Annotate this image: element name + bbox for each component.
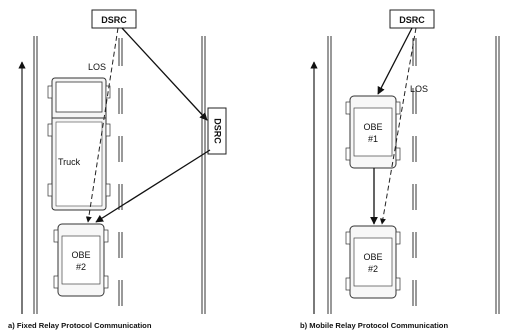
road-edge-left xyxy=(328,36,331,314)
obe2-label-line2: #2 xyxy=(368,264,378,274)
vehicle-obe-2-left: OBE #2 xyxy=(54,224,108,296)
dsrc-top-label-right: DSRC xyxy=(399,15,425,25)
dsrc-top-unit: DSRC xyxy=(390,10,434,28)
caption-left: a) Fixed Relay Protocol Communication xyxy=(8,321,152,330)
road-edge-right xyxy=(202,36,205,314)
link-dsrc-to-roadside xyxy=(122,28,207,120)
los-label-right: LOS xyxy=(410,84,428,94)
panel-fixed-relay: Truck OBE #2 DSRC DSRC LOS a) Fixed R xyxy=(8,10,226,330)
lane-divider xyxy=(119,38,122,306)
los-label-left: LOS xyxy=(88,62,106,72)
truck-label: Truck xyxy=(58,157,81,167)
vehicle-obe-2-right: OBE #2 xyxy=(346,226,400,298)
vehicle-obe-1: OBE #1 xyxy=(346,96,400,168)
obe1-label-line2: #1 xyxy=(368,134,378,144)
dsrc-side-unit: DSRC xyxy=(208,108,226,154)
obe2-label-line1: OBE xyxy=(363,252,382,262)
link-dsrc-to-obe1 xyxy=(378,28,412,94)
dsrc-side-label: DSRC xyxy=(213,118,223,144)
obe1-label-line1: OBE xyxy=(363,122,382,132)
lane-divider xyxy=(413,38,416,306)
link-roadside-to-obe2 xyxy=(96,150,210,222)
road-edge-right xyxy=(496,36,499,314)
dsrc-top-unit: DSRC xyxy=(92,10,136,28)
obe-label-line2: #2 xyxy=(76,262,86,272)
caption-right: b) Mobile Relay Protocol Communication xyxy=(300,321,448,330)
road-edge-left xyxy=(34,36,37,314)
panel-mobile-relay: OBE #1 OBE #2 DSRC LOS b) Mobile Relay P… xyxy=(300,10,499,330)
truck: Truck xyxy=(48,78,110,210)
obe-label-line1: OBE xyxy=(71,250,90,260)
dsrc-top-label: DSRC xyxy=(101,15,127,25)
